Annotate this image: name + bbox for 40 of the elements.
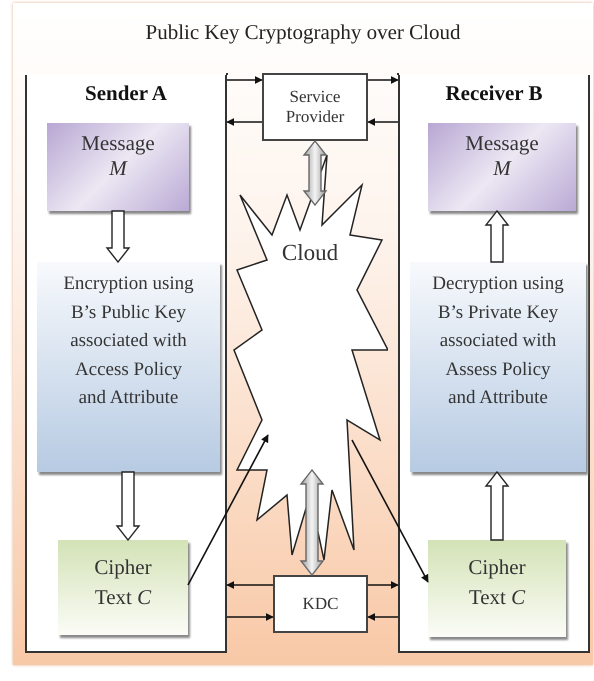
arrow [227,613,274,621]
node-label: Message [80,131,156,156]
process-box [37,262,220,472]
block-arrow [106,210,130,264]
block-arrow [116,471,140,542]
process-box [410,262,586,472]
party-panel [398,75,590,653]
server-box [273,575,368,633]
panel-heading: Receiver B [444,81,544,106]
block-arrow [484,470,510,541]
arrow [368,581,399,589]
block-arrow [300,468,324,576]
arrow [351,440,429,583]
message-box [428,123,576,211]
node-label: Encryption using B’s Public Key associated with Access Policy and Attribute [62,272,195,410]
arrow [226,581,273,589]
ciphertext-box [58,540,188,635]
node-label: Service Provider [284,87,346,127]
node-label: Cloud [280,240,340,266]
node-label: Cipher Text C [467,554,527,612]
panel-heading: Sender A [84,81,168,106]
message-box [47,123,189,211]
node-label: Message [464,131,540,156]
arrow [367,118,398,126]
block-arrow [302,140,328,206]
server-box [262,73,368,141]
arrow [367,613,398,621]
diagram-title: Public Key Cryptography over Cloud [144,20,462,45]
node-label: M [108,156,129,181]
arrow [226,118,262,126]
node-label: Cipher Text C [93,554,153,612]
node-label: M [492,156,513,181]
block-arrow [484,210,510,263]
party-panel [25,75,227,653]
arrow [227,76,263,84]
node-label: Decryption using B’s Private Key associated with Assess Policy and Attribute [432,272,564,410]
arrow [368,76,399,84]
arrow [187,434,269,586]
node-label: KDC [302,594,340,614]
ciphertext-box [428,540,566,637]
